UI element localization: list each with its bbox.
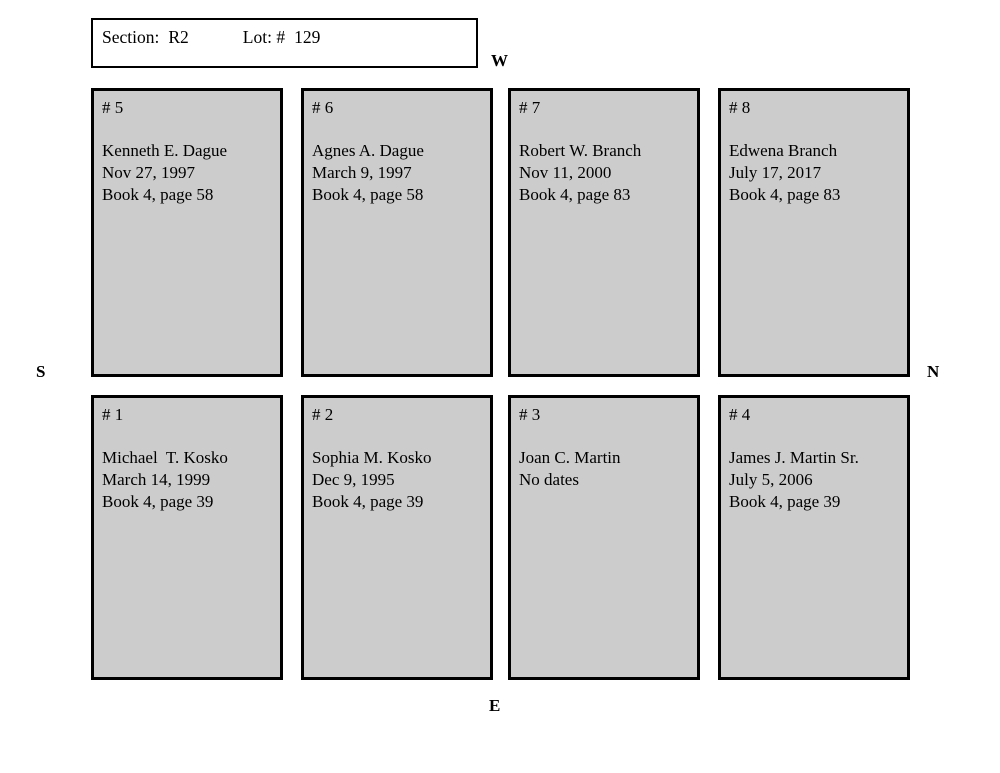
plot-date: No dates: [519, 470, 579, 489]
compass-label-east: E: [489, 696, 501, 715]
compass-label-west: W: [491, 51, 508, 70]
plot-record: Book 4, page 83: [519, 185, 631, 204]
plot-number: # 4: [729, 405, 751, 424]
plot-cell[interactable]: # 3 Joan C. Martin No dates: [508, 395, 700, 680]
plot-content: # 8 Edwena Branch July 17, 2017 Book 4, …: [729, 97, 903, 206]
plot-name: James J. Martin Sr.: [729, 448, 859, 467]
plot-cell[interactable]: # 7 Robert W. Branch Nov 11, 2000 Book 4…: [508, 88, 700, 377]
plot-name: Edwena Branch: [729, 141, 838, 160]
plot-record: Book 4, page 83: [729, 185, 841, 204]
plot-date: July 5, 2006: [729, 470, 813, 489]
plot-cell[interactable]: # 1 Michael T. Kosko March 14, 1999 Book…: [91, 395, 283, 680]
spacer: [102, 119, 276, 140]
plot-cell[interactable]: # 2 Sophia M. Kosko Dec 9, 1995 Book 4, …: [301, 395, 493, 680]
plot-content: # 2 Sophia M. Kosko Dec 9, 1995 Book 4, …: [312, 404, 486, 513]
plot-date: Nov 27, 1997: [102, 163, 196, 182]
plot-record: Book 4, page 39: [729, 492, 841, 511]
plot-content: # 3 Joan C. Martin No dates: [519, 404, 693, 491]
plot-name: Michael T. Kosko: [102, 448, 228, 467]
lot-info-box: Section: R2 Lot: # 129: [91, 18, 478, 68]
plot-name: Robert W. Branch: [519, 141, 642, 160]
section-value: R2: [168, 27, 189, 47]
plot-number: # 8: [729, 98, 751, 117]
spacer: [519, 426, 693, 447]
plot-content: # 6 Agnes A. Dague March 9, 1997 Book 4,…: [312, 97, 486, 206]
plot-cell[interactable]: # 6 Agnes A. Dague March 9, 1997 Book 4,…: [301, 88, 493, 377]
plot-name: Agnes A. Dague: [312, 141, 424, 160]
plot-content: # 7 Robert W. Branch Nov 11, 2000 Book 4…: [519, 97, 693, 206]
plot-date: Nov 11, 2000: [519, 163, 612, 182]
compass-label-north: N: [927, 362, 940, 381]
spacer: [102, 426, 276, 447]
plot-number: # 3: [519, 405, 541, 424]
plot-name: Joan C. Martin: [519, 448, 621, 467]
plot-date: Dec 9, 1995: [312, 470, 395, 489]
plot-record: Book 4, page 58: [102, 185, 214, 204]
spacer: [729, 426, 903, 447]
lot-value: 129: [294, 27, 321, 47]
plot-number: # 6: [312, 98, 334, 117]
spacer: [312, 119, 486, 140]
plot-number: # 7: [519, 98, 541, 117]
plot-record: Book 4, page 39: [102, 492, 214, 511]
plot-cell[interactable]: # 5 Kenneth E. Dague Nov 27, 1997 Book 4…: [91, 88, 283, 377]
plot-content: # 5 Kenneth E. Dague Nov 27, 1997 Book 4…: [102, 97, 276, 206]
spacer: [729, 119, 903, 140]
section-label: Section:: [102, 27, 160, 47]
lot-info-text: Section: R2 Lot: # 129: [102, 27, 320, 48]
plot-record: Book 4, page 58: [312, 185, 424, 204]
lot-label: Lot: #: [242, 27, 286, 47]
plot-date: March 14, 1999: [102, 470, 211, 489]
spacer: [519, 119, 693, 140]
plot-content: # 1 Michael T. Kosko March 14, 1999 Book…: [102, 404, 276, 513]
plot-name: Sophia M. Kosko: [312, 448, 432, 467]
spacer: [312, 426, 486, 447]
plot-name: Kenneth E. Dague: [102, 141, 228, 160]
plot-record: Book 4, page 39: [312, 492, 424, 511]
plot-content: # 4 James J. Martin Sr. July 5, 2006 Boo…: [729, 404, 903, 513]
plot-date: March 9, 1997: [312, 163, 412, 182]
plot-number: # 2: [312, 405, 334, 424]
plot-date: July 17, 2017: [729, 163, 822, 182]
plot-number: # 1: [102, 405, 124, 424]
plot-number: # 5: [102, 98, 124, 117]
plot-cell[interactable]: # 4 James J. Martin Sr. July 5, 2006 Boo…: [718, 395, 910, 680]
compass-label-south: S: [36, 362, 46, 381]
plot-cell[interactable]: # 8 Edwena Branch July 17, 2017 Book 4, …: [718, 88, 910, 377]
